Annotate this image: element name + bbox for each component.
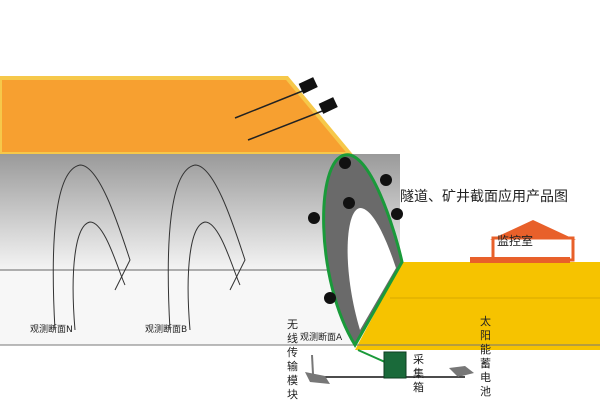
section-b-label: 观测断面B bbox=[145, 325, 188, 335]
solar-battery-label: 太阳能蓄电池 bbox=[480, 315, 491, 398]
anchor-sensors bbox=[234, 77, 338, 141]
monitor-room-label: 监控室 bbox=[497, 234, 534, 248]
section-outline-n bbox=[52, 164, 246, 331]
monitor-room-building bbox=[470, 220, 576, 263]
collection-box-label: 采集箱 bbox=[413, 353, 424, 394]
diagram-title: 隧道、矿井截面应用产品图 bbox=[400, 189, 568, 205]
battery-device bbox=[449, 366, 474, 377]
ground-layer bbox=[355, 262, 600, 350]
rock-layer bbox=[0, 76, 355, 156]
section-a-label: 观测断面A bbox=[300, 333, 343, 343]
sensor-dots bbox=[308, 157, 403, 304]
wireless-module-label: 无线传输模块 bbox=[287, 318, 298, 400]
collection-box-device bbox=[383, 351, 407, 379]
wireless-module-device bbox=[305, 372, 330, 384]
section-n-label: 观测断面N bbox=[30, 325, 73, 335]
